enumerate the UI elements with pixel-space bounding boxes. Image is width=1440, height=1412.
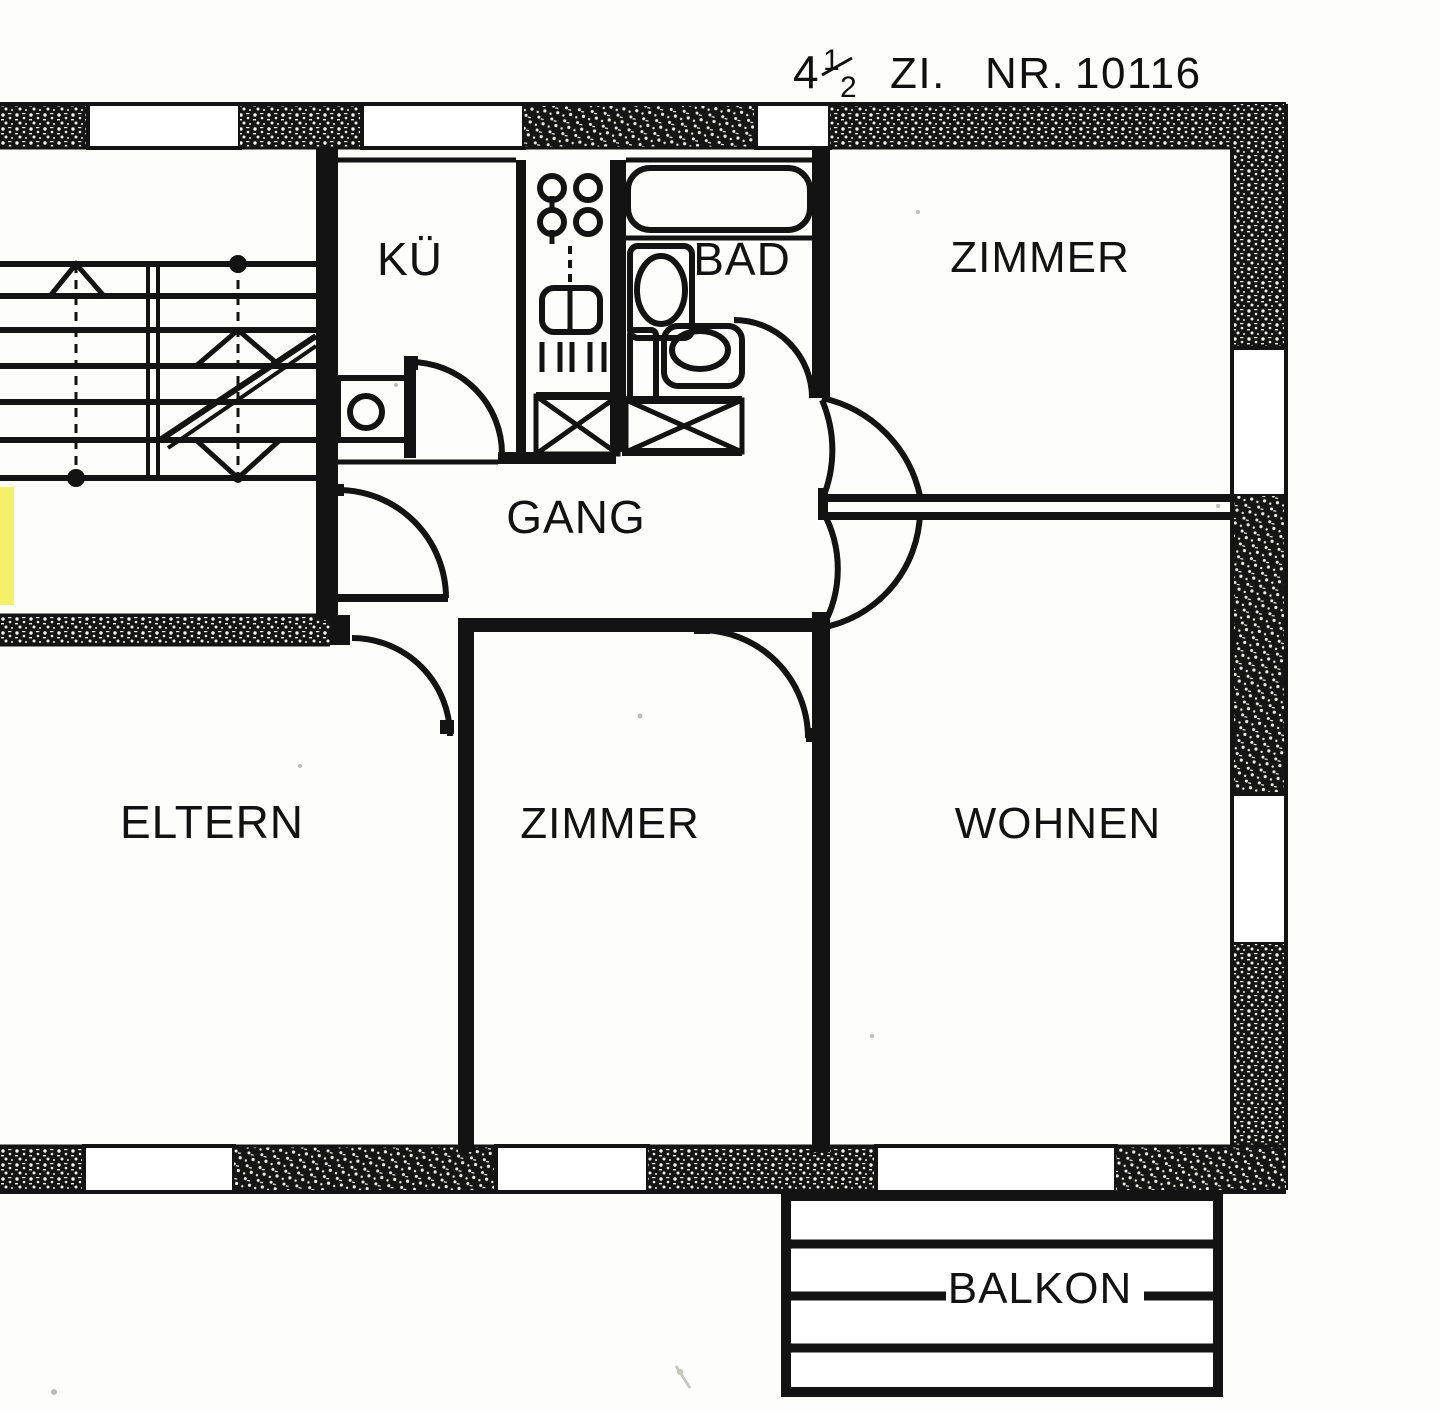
plan-title: 4 1 2 ZI. NR. 10116 — [793, 44, 1202, 104]
door-arc-zimmer-top — [819, 398, 836, 502]
doors — [336, 317, 923, 739]
window-bottom-1 — [82, 1144, 236, 1194]
bathtub-icon — [625, 165, 813, 233]
room-label-zimmer-top: ZIMMER — [950, 233, 1130, 282]
plan-title-number-label: NR. — [985, 49, 1065, 98]
plan-title-number-value: 10116 — [1075, 49, 1202, 98]
door-arc-eltern-upper — [337, 487, 449, 599]
door-arc-kitchen — [409, 359, 505, 455]
interior-wall-stair-eltern — [0, 613, 330, 647]
bathroom-fixtures — [625, 165, 813, 403]
plan-title-rooms: 4 — [793, 46, 820, 98]
window-bottom-2 — [494, 1144, 650, 1194]
toilet-body — [661, 323, 745, 389]
window-bottom-3 — [874, 1144, 1118, 1194]
washbasin-cabinet — [627, 243, 695, 341]
stairwell — [0, 255, 318, 487]
washbasin-icon — [634, 253, 688, 327]
window-top-2 — [360, 102, 526, 150]
closet-2 — [623, 397, 745, 455]
exterior-wall-right — [1230, 104, 1288, 1190]
room-label-gang: GANG — [506, 491, 645, 543]
door-arc-zimmer-mid — [699, 627, 811, 739]
window-top-3 — [754, 102, 832, 150]
window-right-2 — [1230, 792, 1288, 946]
door-arc-eltern — [351, 635, 453, 737]
room-label-eltern: ELTERN — [120, 796, 304, 848]
appliance-icon — [347, 393, 385, 431]
plan-title-unit: ZI. — [890, 49, 946, 98]
exterior-wall-bottom — [0, 1144, 1286, 1194]
toilet-bowl-icon — [669, 328, 731, 372]
room-label-zimmer-mid: ZIMMER — [520, 799, 700, 848]
room-label-kueche: KÜ — [377, 233, 443, 285]
exterior-wall-top — [0, 102, 1286, 150]
room-label-wohnen: WOHNEN — [955, 799, 1161, 848]
door-jambs — [330, 356, 822, 742]
interior-walls — [316, 148, 1232, 1152]
closet-panels — [533, 393, 745, 457]
scan-noise — [51, 210, 1220, 1395]
window-top-1 — [86, 102, 242, 150]
hall-niche — [335, 362, 416, 458]
window-right-1 — [1230, 346, 1288, 498]
room-label-bad: BAD — [693, 233, 791, 285]
interior-thin-lines — [338, 148, 1234, 1146]
balcony — [781, 1191, 1223, 1397]
fraction-slash — [821, 56, 853, 77]
closet-1 — [533, 393, 621, 457]
highlight-marker — [0, 487, 14, 605]
plan-title-fraction-denominator: 2 — [840, 71, 858, 104]
room-label-balkon: BALKON — [948, 1264, 1133, 1313]
door-arc-bathroom — [733, 317, 815, 399]
kitchen-fixtures — [537, 173, 607, 372]
room-labels: KÜ BAD ZIMMER GANG ELTERN ZIMMER WOHNEN … — [120, 233, 1161, 1313]
door-arc-wohnen — [819, 508, 841, 630]
